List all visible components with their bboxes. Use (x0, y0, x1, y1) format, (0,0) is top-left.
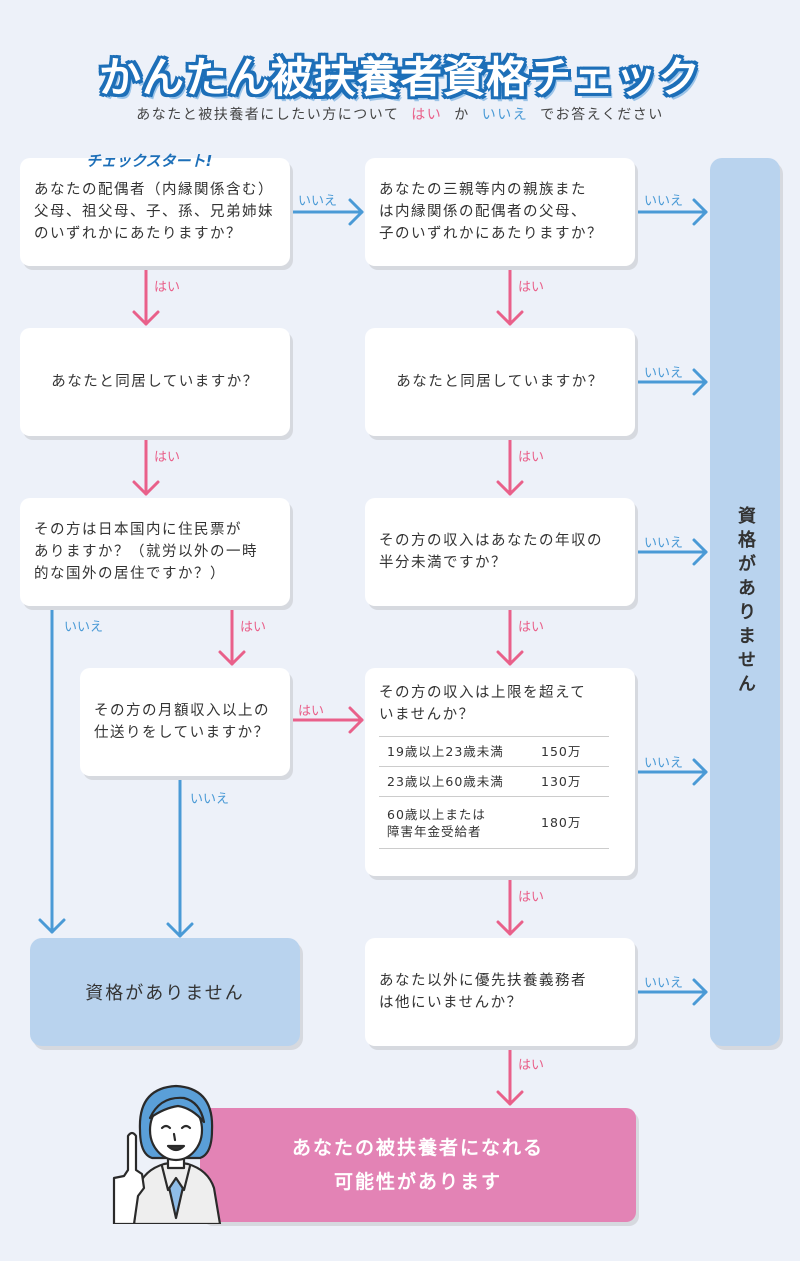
arrowhead (692, 538, 708, 566)
question-relationship: あなたの配偶者（内縁関係含む） 父母、祖父母、子、孫、兄弟姉妹 のいずれかにあた… (20, 158, 290, 266)
condition-line: 障害年金受給者 (387, 823, 482, 839)
question-line: 子のいずれかにあたりますか？ (379, 226, 603, 242)
arrowhead (692, 758, 708, 786)
arrowhead (692, 198, 708, 226)
question-line: 的な国外の居住ですか？） (34, 566, 226, 582)
label-no: いいえ (644, 366, 684, 381)
question-line: その方の収入は上限を超えて (379, 685, 587, 701)
question-line: あなたと同居していますか？ (396, 374, 604, 390)
outcome-not-eligible: 資格がありません (30, 938, 300, 1046)
question-line: その方は日本国内に住民票が (34, 522, 242, 538)
label-yes: はい (154, 280, 181, 295)
age-condition: 19歳以上23歳未満 (387, 744, 504, 759)
label-yes: はい (518, 280, 545, 295)
question-line: あなたの配偶者（内縁関係含む） (34, 182, 274, 198)
condition-line: 60歳以上または (387, 806, 486, 822)
outcome-not-eligible-vertical: 資格がありません (710, 158, 780, 1046)
label-no: いいえ (190, 792, 230, 807)
question-allowance: その方の月額収入以上の 仕送りをしていますか？ (80, 668, 290, 776)
label-yes: はい (298, 704, 325, 719)
arrowhead (496, 1090, 524, 1106)
arrowhead (496, 650, 524, 666)
question-income-limit: その方の収入は上限を超えて いませんか？ 19歳以上23歳未満 150万 23歳… (365, 668, 635, 876)
arrowhead (166, 922, 194, 938)
label-yes: はい (518, 620, 545, 635)
arrowhead (218, 650, 246, 666)
arrowhead (496, 480, 524, 496)
question-line: 仕送りをしていますか？ (94, 725, 270, 741)
label-yes: はい (518, 890, 545, 905)
subtitle-or: か (454, 107, 470, 123)
label-no: いいえ (644, 194, 684, 209)
table-row: 60歳以上または 障害年金受給者 180万 (379, 797, 609, 849)
label-no: いいえ (644, 756, 684, 771)
arrowhead (692, 978, 708, 1006)
label-no: いいえ (64, 620, 104, 635)
question-third-degree-relative: あなたの三親等内の親族また は内縁関係の配偶者の父母、 子のいずれかにあたります… (365, 158, 635, 266)
question-residence: その方は日本国内に住民票が ありますか？（就労以外の一時 的な国外の居住ですか？… (20, 498, 290, 606)
question-line: あなた以外に優先扶養義務者 (379, 973, 587, 989)
question-line: あなたの三親等内の親族また (379, 182, 587, 198)
income-limit: 180万 (541, 814, 582, 830)
table-row: 19歳以上23歳未満 150万 (379, 737, 609, 767)
arrowhead (132, 310, 160, 326)
arrowhead (348, 198, 364, 226)
income-limit: 150万 (541, 743, 582, 759)
question-line: は他にいませんか？ (379, 995, 523, 1011)
arrowhead (496, 310, 524, 326)
not-eligible-text: 資格がありません (735, 506, 756, 698)
question-priority-supporter: あなた以外に優先扶養義務者 は他にいませんか？ (365, 938, 635, 1046)
page-subtitle: あなたと被扶養者にしたい方について はい か いいえ でお答えください (0, 104, 800, 124)
question-line: ありますか？（就労以外の一時 (34, 544, 258, 560)
question-line: 父母、祖父母、子、孫、兄弟姉妹 (34, 204, 274, 220)
eligible-line: 可能性があります (333, 1171, 502, 1193)
eligible-line: あなたの被扶養者になれる (291, 1137, 544, 1159)
label-yes: はい (240, 620, 267, 635)
arrowhead (132, 480, 160, 496)
question-income-half: その方の収入はあなたの年収の 半分未満ですか？ (365, 498, 635, 606)
start-label: チェックスタート! (86, 152, 213, 170)
question-line: その方の月額収入以上の (94, 703, 270, 719)
question-line: 半分未満ですか？ (379, 555, 507, 571)
label-no: いいえ (298, 194, 338, 209)
income-limit: 130万 (541, 773, 582, 789)
question-line: あなたと同居していますか？ (51, 374, 259, 390)
question-cohabit-right: あなたと同居していますか？ (365, 328, 635, 436)
subtitle-text: あなたと被扶養者にしたい方について (136, 107, 400, 123)
label-yes: はい (154, 450, 181, 465)
age-condition: 60歳以上または 障害年金受給者 (387, 806, 541, 840)
arrowhead (348, 706, 364, 734)
outcome-eligible: あなたの被扶養者になれる 可能性があります (200, 1108, 636, 1222)
label-no: いいえ (644, 976, 684, 991)
table-row: 23歳以上60歳未満 130万 (379, 767, 609, 797)
question-line: は内縁関係の配偶者の父母、 (379, 204, 587, 220)
label-yes: はい (518, 450, 545, 465)
subtitle-text-end: でお答えください (540, 107, 664, 123)
question-line: その方の収入はあなたの年収の (379, 533, 603, 549)
question-line: いませんか？ (379, 707, 475, 723)
question-cohabit-left: あなたと同居していますか？ (20, 328, 290, 436)
label-yes: はい (518, 1058, 545, 1073)
page-title: かんたん被扶養者資格チェック (98, 53, 701, 102)
label-no: いいえ (644, 536, 684, 551)
woman-pointing-up-icon (112, 1084, 222, 1224)
question-line: のいずれかにあたりますか？ (34, 226, 242, 242)
subtitle-yes: はい (411, 107, 443, 123)
arrowhead (692, 368, 708, 396)
subtitle-no: いいえ (481, 107, 529, 123)
arrowhead (496, 920, 524, 936)
arrowhead (38, 918, 66, 934)
age-condition: 23歳以上60歳未満 (387, 774, 504, 789)
income-limit-table: 19歳以上23歳未満 150万 23歳以上60歳未満 130万 60歳以上または… (379, 736, 609, 849)
